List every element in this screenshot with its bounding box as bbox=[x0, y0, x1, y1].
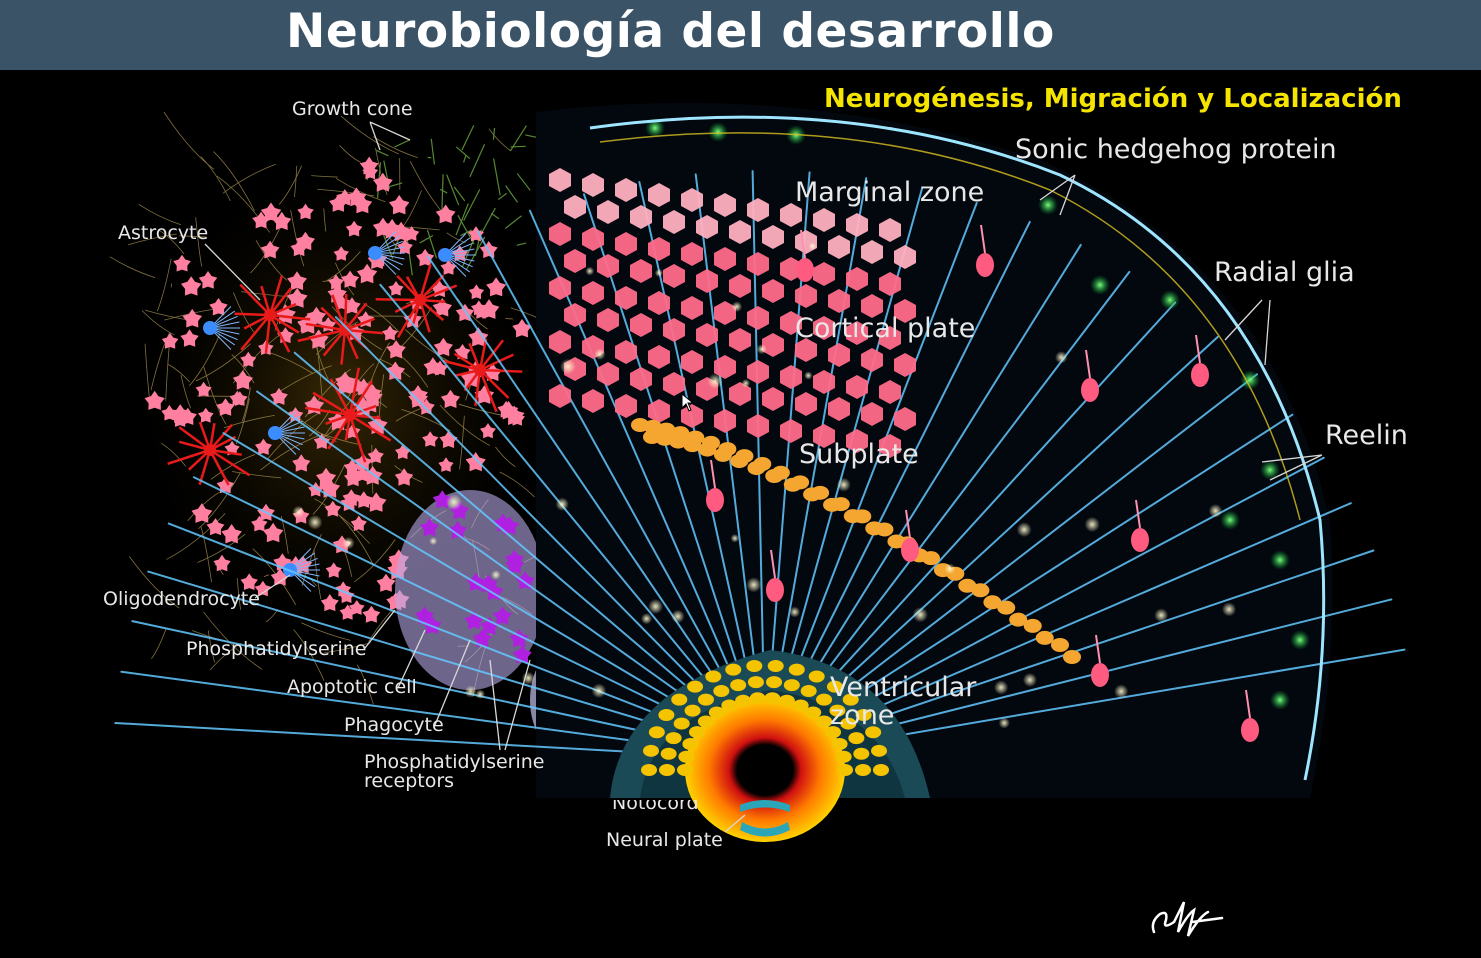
mouse-pointer-icon bbox=[681, 393, 695, 412]
label-reelin: Reelin bbox=[1325, 420, 1408, 451]
page-title: Neurobiología del desarrollo bbox=[286, 4, 1055, 59]
label-ventricular-1: Ventricular bbox=[830, 672, 977, 703]
leader-lines bbox=[204, 121, 1323, 833]
label-phagocyte: Phagocyte bbox=[344, 714, 444, 736]
title-bar: Neurobiología del desarrollo bbox=[0, 0, 1481, 70]
cortex-panel bbox=[114, 102, 1406, 842]
label-apoptotic-cell: Apoptotic cell bbox=[287, 676, 417, 698]
left-cell-cluster bbox=[109, 111, 658, 760]
label-sonic-hedgehog: Sonic hedgehog protein bbox=[1015, 134, 1337, 165]
neurodevelopment-illustration bbox=[109, 102, 1406, 842]
label-marginal-zone: Marginal zone bbox=[795, 177, 985, 208]
neural-plate-diagram bbox=[740, 800, 790, 837]
subtitle: Neurogénesis, Migración y Localización bbox=[824, 84, 1402, 114]
label-radial-glia: Radial glia bbox=[1214, 257, 1355, 288]
label-neural-plate: Neural plate bbox=[606, 829, 723, 851]
label-growth-cone: Growth cone bbox=[292, 98, 413, 120]
label-ps-receptors-1: Phosphatidylserine bbox=[364, 751, 545, 773]
label-ps-receptors-2: receptors bbox=[364, 770, 455, 792]
label-oligodendrocyte: Oligodendrocyte bbox=[103, 588, 260, 610]
label-ventricular-2: zone bbox=[830, 700, 895, 731]
label-cortical-plate: Cortical plate bbox=[795, 313, 976, 344]
label-astrocyte: Astrocyte bbox=[118, 222, 209, 244]
label-subplate: Subplate bbox=[799, 439, 919, 470]
label-notocord: Notocord bbox=[612, 792, 699, 814]
signature-mark bbox=[1151, 901, 1224, 937]
label-phosphatidylserine: Phosphatidylserine bbox=[186, 638, 367, 660]
